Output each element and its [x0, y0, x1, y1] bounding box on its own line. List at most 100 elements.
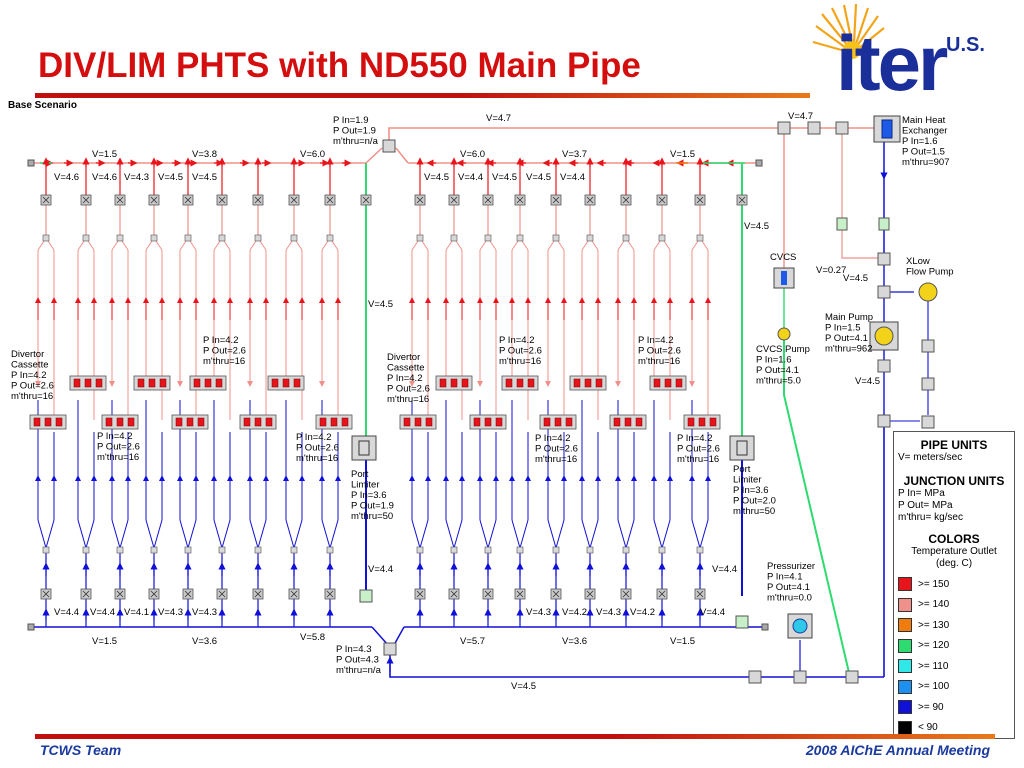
velocity-label: V=4.5: [843, 273, 868, 284]
port-limiter-label: P In=3.6: [733, 485, 768, 496]
valve-icon: [80, 588, 92, 600]
legend-item: >= 140: [898, 595, 1014, 616]
heater-element: [282, 378, 290, 388]
cassette-label: Divertor: [11, 349, 44, 360]
junction-icon: [150, 546, 158, 554]
velocity-label: V=4.6: [92, 172, 117, 183]
valve-icon: [748, 670, 762, 684]
valve-mark: [658, 590, 666, 598]
heater-element: [105, 417, 113, 427]
junction-icon: [150, 234, 158, 242]
footer-event: 2008 AIChE Annual Meeting: [805, 742, 990, 758]
valve-mark: [150, 590, 158, 598]
cassette-label: P In=4.2: [11, 370, 46, 381]
junction-icon: [516, 234, 524, 242]
valve-icon: [584, 588, 596, 600]
legend-item: >= 100: [898, 677, 1014, 698]
xlow-pump-label: XLow: [906, 256, 930, 267]
valve-mark: [484, 196, 492, 204]
legend-label: >= 130: [918, 619, 950, 631]
velocity-label: V=0.27: [816, 265, 846, 276]
hx-core: [881, 119, 893, 139]
collector-pipe: [395, 147, 409, 164]
valve-icon: [694, 588, 706, 600]
valve-icon: [148, 194, 160, 206]
velocity-label: V=4.5: [744, 221, 769, 232]
cassette-icon: [133, 375, 171, 391]
scenario-label: Base Scenario: [8, 100, 77, 111]
velocity-label: V=4.7: [486, 113, 511, 124]
merge-pipe: [45, 519, 55, 549]
valve-icon: [288, 588, 300, 600]
junction-icon: [658, 546, 666, 554]
valve-icon: [836, 217, 848, 231]
cassette-label: P Out=2.6: [535, 444, 578, 455]
header-cap: [755, 159, 763, 167]
valve-icon: [114, 588, 126, 600]
cassette-icon: [399, 414, 437, 430]
heater-element: [473, 417, 481, 427]
valve-mark: [658, 196, 666, 204]
cassette-icon: [69, 375, 107, 391]
heater-element: [271, 378, 279, 388]
valve-mark: [586, 196, 594, 204]
valve-mark: [42, 590, 50, 598]
merge-pipe: [511, 519, 521, 549]
heater-element: [624, 417, 632, 427]
velocity-label: V=4.3: [596, 607, 621, 618]
cassette-icon: [239, 414, 277, 430]
heater-element: [33, 417, 41, 427]
valve-icon: [921, 415, 935, 429]
velocity-label: V=4.4: [368, 564, 393, 575]
heater-element: [595, 378, 603, 388]
valve-mark: [82, 196, 90, 204]
valve-icon: [736, 194, 748, 206]
heater-element: [584, 378, 592, 388]
heater-element: [341, 417, 349, 427]
heater-element: [495, 417, 503, 427]
port-limiter-right-icon-body: [729, 435, 755, 461]
velocity-label: V=4.5: [511, 681, 536, 692]
merge-pipe: [453, 519, 463, 549]
legend-swatch: [898, 597, 912, 612]
legend-junction-unit: P In= MPa: [898, 488, 945, 499]
legend-item: >= 90: [898, 697, 1014, 718]
xlow-pump-label: Flow Pump: [906, 267, 954, 278]
junction-icon: [416, 234, 424, 242]
cassette-label: P In=4.2: [677, 433, 712, 444]
valve-mark: [450, 196, 458, 204]
heater-element: [554, 417, 562, 427]
velocity-label: V=3.8: [192, 149, 217, 160]
heater-element: [635, 417, 643, 427]
pressurizer-label: Pressurizer: [767, 561, 815, 572]
velocity-label: V=4.5: [192, 172, 217, 183]
legend-colors-title: COLORS: [928, 532, 980, 546]
merge-pipe: [625, 519, 635, 549]
junction-icon: [450, 546, 458, 554]
legend-pipe-units: V= meters/sec: [898, 452, 963, 463]
legend-junction-unit: m'thru= kg/sec: [898, 512, 963, 523]
valve-icon: [182, 194, 194, 206]
legend-swatch: [898, 700, 912, 715]
legend-pipe-units-title: PIPE UNITS: [920, 438, 988, 452]
legend-label: >= 120: [918, 640, 950, 652]
cassette-label: P Out=2.6: [296, 443, 339, 454]
valve-icon: [148, 588, 160, 600]
main-pump-label: P Out=4.1: [825, 333, 868, 344]
valve-mark: [82, 590, 90, 598]
valve-mark: [450, 590, 458, 598]
legend-label: >= 150: [918, 578, 950, 590]
heater-element: [265, 417, 273, 427]
velocity-label: V=4.4: [54, 607, 79, 618]
main-pump-rotor: [874, 326, 894, 346]
velocity-label: V=4.2: [630, 607, 655, 618]
header-junction-label: m'thru=n/a: [336, 665, 382, 676]
heater-element: [505, 378, 513, 388]
legend-label: >= 140: [918, 599, 950, 611]
cassette-label: P In=4.2: [296, 432, 331, 443]
heater-element: [84, 378, 92, 388]
cassette-label: P In=4.2: [499, 335, 534, 346]
valve-mark: [622, 590, 630, 598]
cassette-icon: [29, 414, 67, 430]
